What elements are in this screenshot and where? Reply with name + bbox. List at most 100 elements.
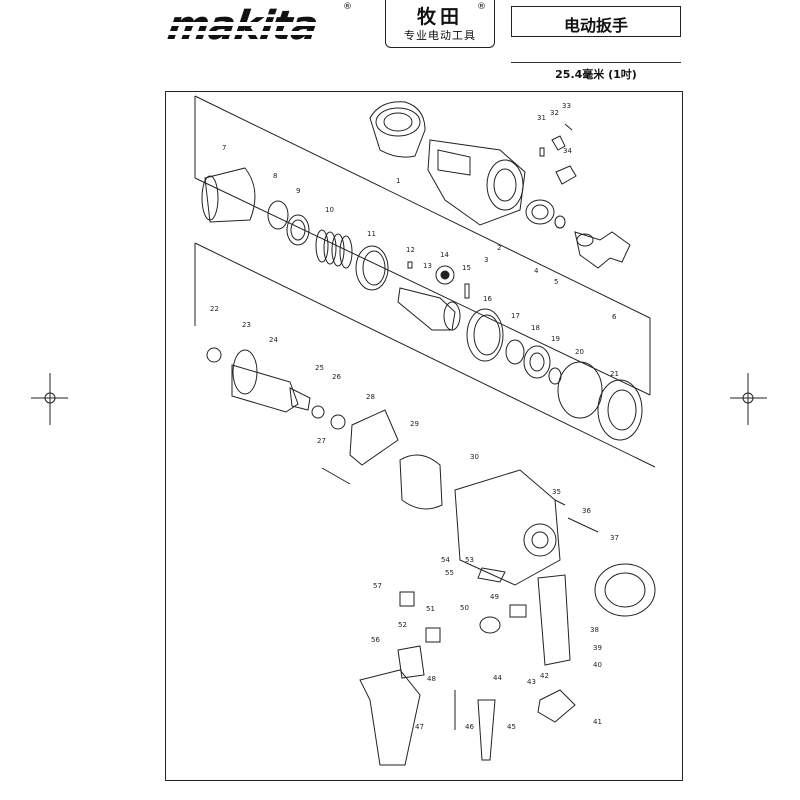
part-18-drawing [523,345,551,379]
chinese-brand-tagline: 专业电动工具 [404,29,476,42]
part-label: 2 [497,244,501,252]
part-4-drawing [525,199,555,225]
part-57-drawing [399,591,415,607]
part-8-drawing [267,200,289,230]
part-label: 36 [582,507,591,515]
part-25-drawing [311,405,325,419]
part-label: 15 [462,264,471,272]
part-label: 21 [610,370,619,378]
part-49-drawing [509,604,527,618]
part-21-drawing [597,379,643,441]
part-label: 14 [440,251,449,259]
part-label: 41 [593,718,602,726]
part-1-drawing [369,101,426,158]
part-35-drawing [554,499,566,506]
chinese-brand-box: 牧田 ® 专业电动工具 [385,0,495,48]
part-14-drawing [435,265,455,285]
part-24-drawing [231,364,311,413]
part-label: 51 [426,605,435,613]
part-56-drawing [397,645,425,679]
part-2-drawing [427,139,526,226]
guide-line [194,95,651,319]
part-label: 10 [325,206,334,214]
logo-stripe [166,31,354,35]
part-label: 53 [465,556,474,564]
part-label: 55 [445,569,454,577]
part-label: 47 [415,723,424,731]
part-label: 22 [210,305,219,313]
part-11-drawing [355,245,389,291]
part-label: 46 [465,723,474,731]
header-divider [511,62,681,63]
part-label: 18 [531,324,540,332]
part-label: 43 [527,678,536,686]
part-17-drawing [505,339,525,365]
part-label: 42 [540,672,549,680]
part-label: 56 [371,636,380,644]
part-label: 7 [222,144,226,152]
part-38-drawing [537,574,571,666]
part-29-drawing [399,454,443,510]
part-28-drawing [349,409,399,466]
part-label: 11 [367,230,376,238]
part-31-drawing [539,147,545,157]
part-label: 38 [590,626,599,634]
part-number-labels: 1 2 3 4 5 6 7 8 9 10 11 12 13 14 15 16 1… [210,102,619,731]
part-label: 8 [273,172,277,180]
part-label: 40 [593,661,602,669]
part-label: 30 [470,453,479,461]
makita-logo: makita ® [166,0,354,52]
part-label: 50 [460,604,469,612]
part-6-drawing [574,231,631,269]
part-label: 49 [490,593,499,601]
part-32-drawing [551,135,566,151]
part-label: 19 [551,335,560,343]
part-label: 13 [423,262,432,270]
part-label: 44 [493,674,502,682]
registered-mark: ® [477,2,486,12]
part-label: 24 [269,336,278,344]
part-label: 35 [552,488,561,496]
part-12-drawing [407,261,413,269]
part-47-drawing [359,669,421,766]
part-label: 17 [511,312,520,320]
logo-stripe [166,22,354,26]
part-label: 48 [427,675,436,683]
part-label: 39 [593,644,602,652]
product-title: 电动扳手 [563,16,628,35]
part-label: 28 [366,393,375,401]
part-label: 25 [315,364,324,372]
part-5-drawing [554,215,566,229]
part-26-drawing [330,414,346,430]
right-registration-mark [730,373,767,425]
part-label: 29 [410,420,419,428]
part-22-drawing [206,347,222,363]
part-label: 37 [610,534,619,542]
part-label: 45 [507,723,516,731]
part-label: 12 [406,246,415,254]
part-label: 9 [296,187,300,195]
part-34-drawing [555,165,577,185]
part-label: 27 [317,437,326,445]
size-label: 25.4毫米 (1吋) [555,68,637,81]
part-45-drawing [477,699,496,761]
part-label: 54 [441,556,450,564]
part-53-drawing [477,567,506,583]
part-13-drawing [397,287,461,331]
part-label: 33 [562,102,571,110]
part-7-drawing [201,167,256,223]
part-label: 31 [537,114,546,122]
part-9-drawing [286,214,310,246]
part-label: 57 [373,582,382,590]
part-label: 20 [575,348,584,356]
part-36-drawing [567,517,599,533]
part-37-drawing [594,563,656,617]
part-50-drawing [479,616,501,634]
left-registration-mark [31,373,68,425]
chinese-brand-name: 牧田 [416,6,463,28]
product-title-box: 电动扳手 [511,6,681,37]
registered-mark: ® [343,2,352,12]
part-label: 3 [484,256,488,264]
